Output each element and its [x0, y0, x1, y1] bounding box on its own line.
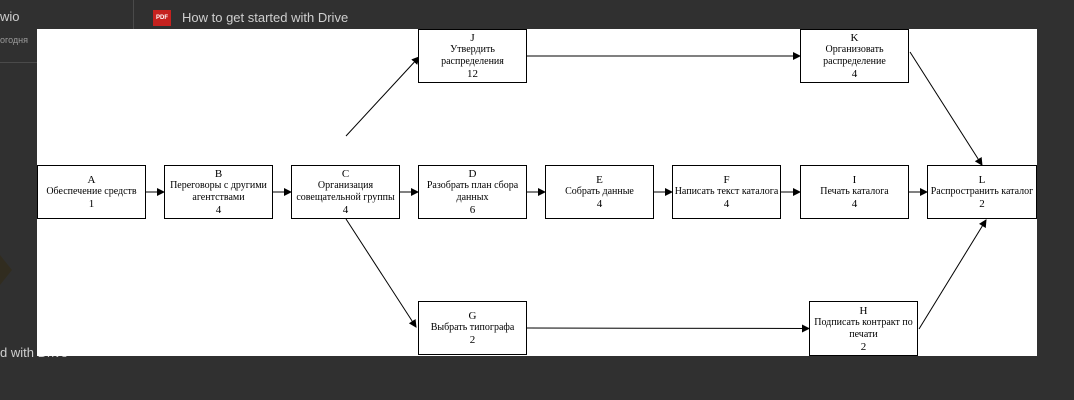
task-id: J: [470, 32, 475, 44]
suggested-file-name[interactable]: How to get started with Drive: [182, 10, 349, 25]
task-duration: 4: [596, 198, 603, 210]
task-duration: 1: [88, 198, 95, 210]
task-id: K: [850, 32, 859, 44]
task-title: Собрать данные: [565, 186, 634, 197]
task-duration: 12: [467, 68, 478, 80]
task-title: Распространить каталог: [930, 186, 1034, 197]
task-title: Написать текст каталога: [674, 186, 779, 197]
task-id: F: [723, 174, 730, 186]
task-id: G: [468, 310, 477, 322]
task-id: E: [596, 174, 603, 186]
task-title: Организовать распределение: [823, 44, 886, 67]
task-duration: 4: [342, 204, 349, 216]
task-title: Разобрать план сбора данных: [426, 180, 519, 203]
task-id: C: [341, 168, 350, 180]
task-id: A: [87, 174, 96, 186]
task-id: H: [859, 304, 868, 317]
recent-file-name[interactable]: wio: [0, 9, 20, 24]
task-id: L: [978, 174, 986, 186]
connector-g-h: [526, 324, 810, 333]
task-title: Организация совещательной группы: [296, 180, 395, 203]
task-duration: 2: [469, 334, 476, 346]
task-title: Печать каталога: [820, 186, 889, 197]
task-title: Утвердить распределения: [441, 44, 504, 67]
task-title: Обеспечение средств: [46, 186, 137, 197]
divider: [133, 0, 134, 29]
connector-k-l: [909, 51, 983, 166]
task-duration: 4: [723, 198, 730, 210]
task-title: Выбрать типографа: [430, 322, 515, 333]
task-duration: 2: [860, 340, 867, 353]
connector-h-l: [918, 219, 987, 330]
task-duration: 4: [215, 204, 222, 216]
task-title: Переговоры с другими агентствами: [170, 180, 267, 203]
diagram-connectors: [146, 51, 987, 333]
task-id: D: [468, 168, 477, 180]
connector-c-g: [345, 218, 417, 328]
task-duration: 4: [851, 198, 858, 210]
connector-c-j: [345, 56, 420, 137]
pdf-icon: PDF: [153, 10, 171, 26]
task-id: B: [214, 168, 223, 180]
task-duration: 6: [469, 204, 476, 216]
task-duration: 2: [979, 198, 985, 210]
task-title: Подписать контракт по печати: [814, 316, 913, 340]
recent-file-date: огодня: [0, 35, 28, 45]
task-duration: 4: [851, 68, 858, 80]
task-id: I: [852, 174, 857, 186]
